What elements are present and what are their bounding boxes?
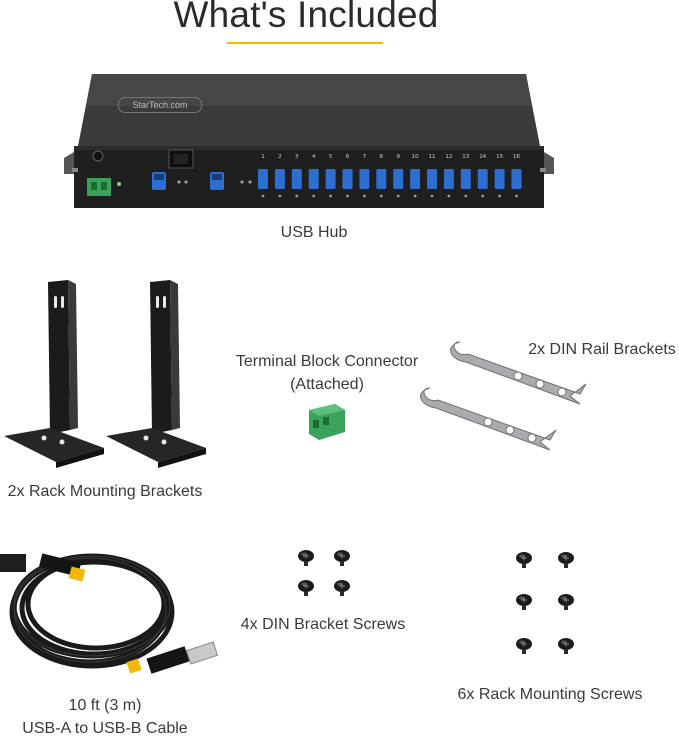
usb-port (410, 169, 421, 189)
port-led (312, 194, 316, 198)
usb-cable-image (0, 553, 219, 674)
rack-screws-image (516, 552, 574, 654)
din-rail-brackets-image (420, 341, 587, 451)
terminal-block-caption-line2: (Attached) (290, 376, 364, 393)
port-number-label: 12 (445, 154, 452, 160)
screw (516, 638, 532, 654)
usb-port (258, 169, 268, 189)
port-led (363, 194, 366, 198)
din-screws-image (298, 550, 350, 596)
terminal-block-image (309, 404, 345, 440)
rack-screws-caption: 6x Rack Mounting Screws (457, 686, 643, 703)
usb-port (427, 169, 437, 189)
usb-port (443, 169, 454, 189)
rack-brackets-caption: 2x Rack Mounting Brackets (7, 483, 203, 500)
port-led (498, 194, 501, 198)
screw (558, 552, 574, 568)
usb-port (511, 169, 522, 189)
port-number-label: 10 (412, 154, 419, 160)
screw (558, 594, 574, 610)
hub-brand-label: StarTech.com (118, 97, 202, 113)
port-number-label: 13 (462, 154, 469, 160)
cable-caption-line2: USB-A to USB-B Cable (22, 720, 188, 737)
usb-port (376, 169, 387, 189)
usb-port (477, 169, 488, 189)
port-number-label: 9 (396, 154, 400, 160)
screw (334, 550, 350, 566)
port-led (261, 194, 265, 198)
port-led (430, 194, 434, 198)
usb-port (274, 169, 285, 189)
usb-port (359, 169, 370, 189)
port-number-label: 15 (496, 154, 503, 160)
usb-port (325, 169, 336, 189)
screw (516, 552, 532, 568)
screw (298, 580, 314, 596)
port-number-label: 2 (278, 154, 282, 160)
port-number-label: 14 (479, 154, 486, 160)
title-underline (227, 42, 383, 44)
port-number-label: 16 (513, 154, 520, 160)
port-number-label: 5 (329, 154, 333, 160)
port-led (346, 194, 349, 198)
usb-port (460, 169, 471, 189)
port-led (515, 194, 518, 198)
port-led (447, 194, 451, 198)
usb-hub-caption: USB Hub (280, 224, 348, 241)
din-screws-caption: 4x DIN Bracket Screws (240, 616, 406, 633)
port-number-label: 6 (346, 154, 350, 160)
port-led (329, 194, 332, 198)
screw (558, 638, 574, 654)
port-led (379, 194, 383, 198)
port-led (413, 194, 417, 198)
screw (334, 580, 350, 596)
din-rail-brackets-caption: 2x DIN Rail Brackets (528, 341, 676, 358)
port-number-label: 11 (429, 154, 436, 160)
usb-port (308, 169, 319, 189)
port-led (278, 194, 282, 198)
port-led (295, 194, 299, 198)
port-number-label: 8 (380, 154, 384, 160)
usb-port (291, 169, 302, 189)
port-led (481, 194, 485, 198)
screw (516, 594, 532, 610)
usb-port (342, 169, 353, 189)
rack-brackets-image (4, 280, 206, 468)
port-led (464, 194, 468, 198)
port-number-label: 1 (261, 154, 265, 160)
port-number-label: 7 (363, 154, 367, 160)
port-number-label: 4 (312, 154, 316, 160)
usb-port (393, 169, 404, 189)
port-number-label: 3 (295, 154, 299, 160)
cable-caption-line1: 10 ft (3 m) (68, 697, 142, 714)
terminal-block-caption-line1: Terminal Block Connector (235, 353, 419, 370)
usb-port (494, 169, 505, 189)
page-title: What's Included (173, 0, 439, 35)
screw (298, 550, 314, 566)
port-led (396, 194, 400, 198)
